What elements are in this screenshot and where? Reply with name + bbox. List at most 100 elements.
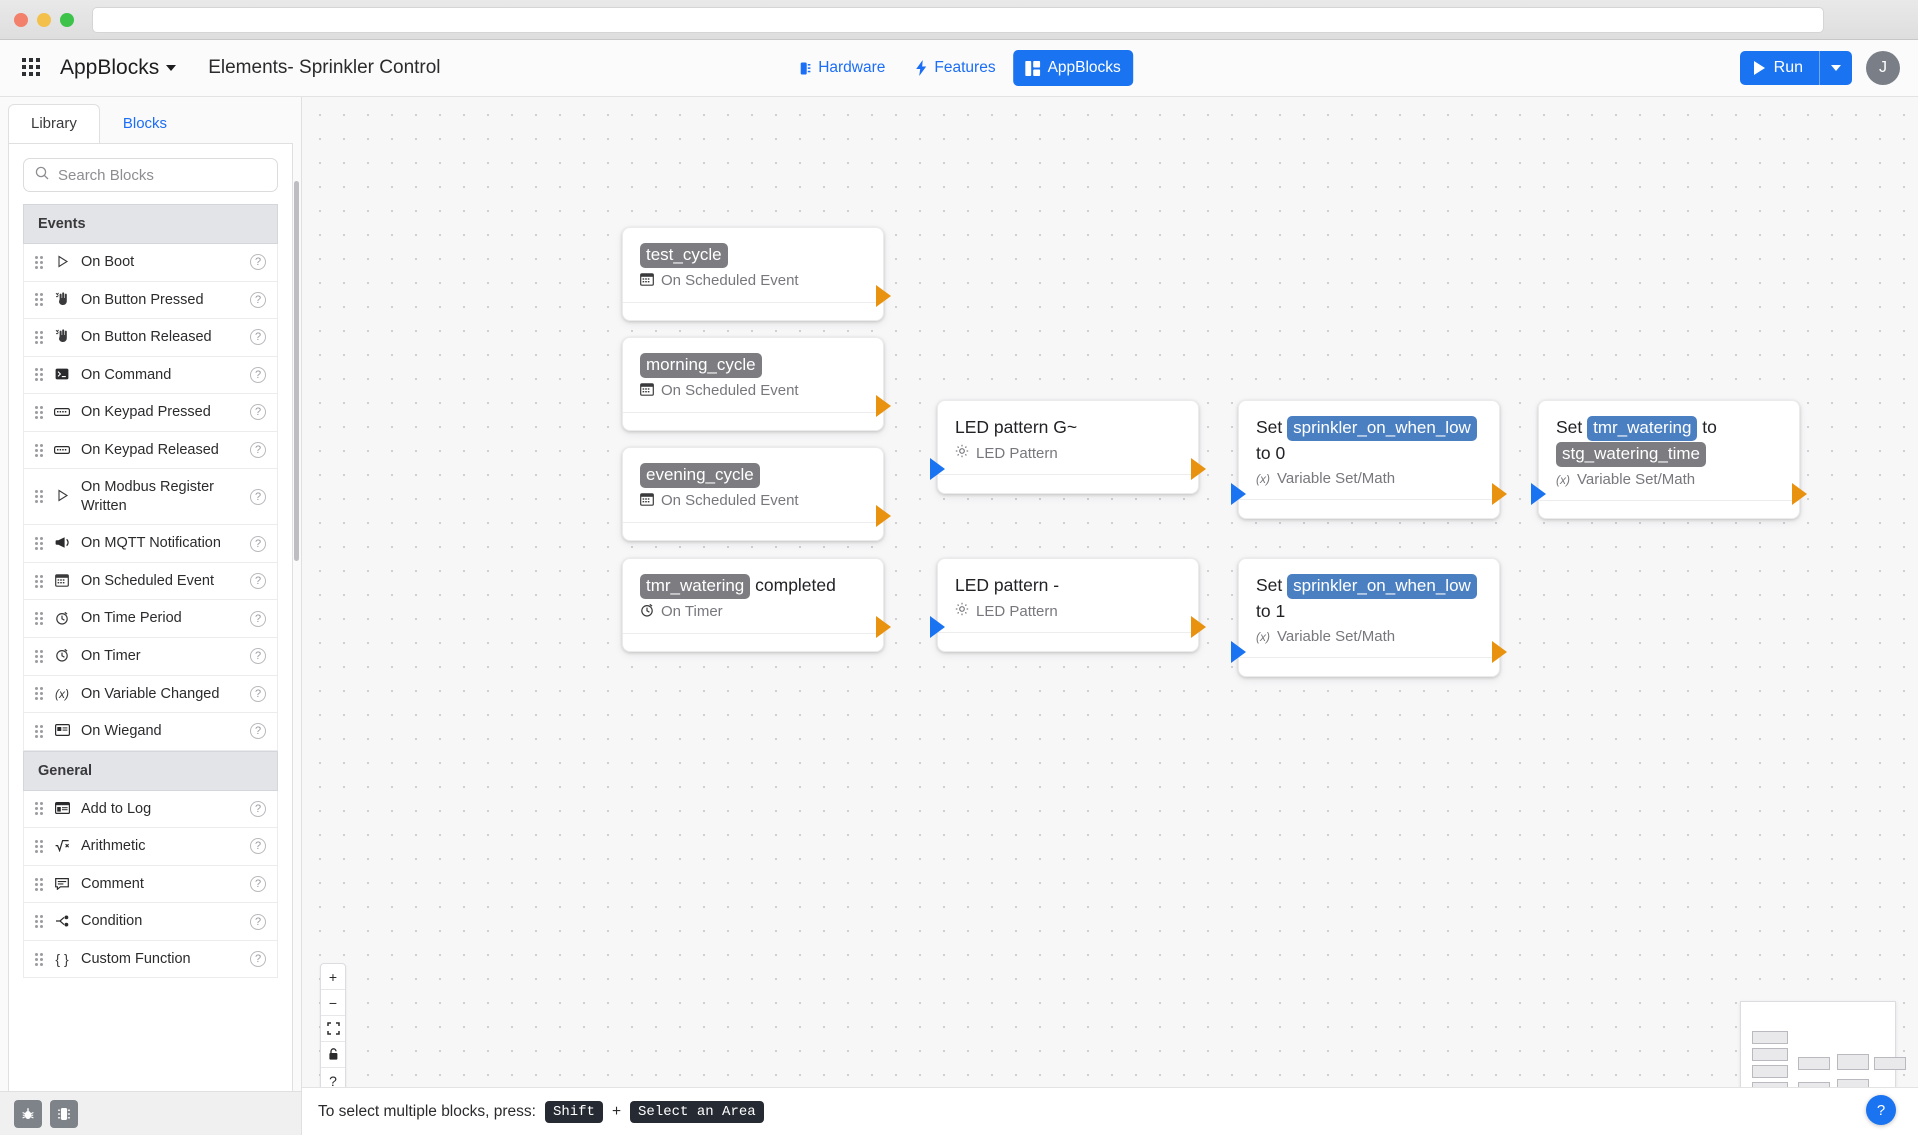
library-block-item[interactable]: On Keypad Released? bbox=[23, 431, 278, 470]
drag-handle-icon[interactable] bbox=[35, 574, 43, 588]
node-output-port[interactable] bbox=[876, 395, 891, 417]
library-block-item[interactable]: On Wiegand? bbox=[23, 713, 278, 751]
nav-tab-hardware[interactable]: Hardware bbox=[785, 50, 897, 86]
help-icon[interactable]: ? bbox=[250, 254, 266, 271]
library-block-item[interactable]: Comment? bbox=[23, 865, 278, 904]
help-icon[interactable]: ? bbox=[250, 876, 266, 893]
brand-menu[interactable]: AppBlocks bbox=[60, 56, 177, 80]
help-icon[interactable]: ? bbox=[250, 838, 266, 855]
lock-button[interactable] bbox=[321, 1042, 345, 1068]
canvas-node-set-sprinkler-0[interactable]: Set sprinkler_on_when_low to 0(x)Variabl… bbox=[1238, 400, 1500, 519]
zoom-out-button[interactable]: − bbox=[321, 990, 345, 1016]
drag-handle-icon[interactable] bbox=[35, 687, 43, 701]
drag-handle-icon[interactable] bbox=[35, 952, 43, 966]
help-icon[interactable]: ? bbox=[250, 685, 266, 702]
help-icon[interactable]: ? bbox=[250, 913, 266, 930]
library-block-item[interactable]: (x)On Variable Changed? bbox=[23, 675, 278, 714]
node-output-port[interactable] bbox=[1191, 458, 1206, 480]
library-block-item[interactable]: Add to Log? bbox=[23, 790, 278, 829]
node-input-port[interactable] bbox=[1231, 641, 1246, 663]
node-input-port[interactable] bbox=[1531, 483, 1546, 505]
node-output-port[interactable] bbox=[876, 616, 891, 638]
drag-handle-icon[interactable] bbox=[35, 255, 43, 269]
library-block-item[interactable]: On Keypad Pressed? bbox=[23, 394, 278, 432]
library-block-item[interactable]: { }Custom Function? bbox=[23, 940, 278, 979]
app-grid-icon[interactable] bbox=[22, 58, 42, 78]
maximize-window-button[interactable] bbox=[60, 12, 74, 27]
node-output-port[interactable] bbox=[1191, 616, 1206, 638]
drag-handle-icon[interactable] bbox=[35, 802, 43, 816]
drag-handle-icon[interactable] bbox=[35, 443, 43, 457]
drag-handle-icon[interactable] bbox=[35, 490, 43, 504]
library-block-item[interactable]: On Timer? bbox=[23, 638, 278, 676]
library-block-item[interactable]: Condition? bbox=[23, 903, 278, 941]
drag-handle-icon[interactable] bbox=[35, 877, 43, 891]
tab-library[interactable]: Library bbox=[8, 104, 100, 144]
drag-handle-icon[interactable] bbox=[35, 537, 43, 551]
canvas-node-led-pattern-g[interactable]: LED pattern G~LED Pattern bbox=[937, 400, 1199, 494]
node-output-port[interactable] bbox=[1492, 483, 1507, 505]
node-input-port[interactable] bbox=[1231, 483, 1246, 505]
library-block-item[interactable]: On Scheduled Event? bbox=[23, 562, 278, 601]
run-button[interactable]: Run bbox=[1739, 51, 1852, 85]
minimize-window-button[interactable] bbox=[37, 12, 51, 27]
help-icon[interactable]: ? bbox=[250, 535, 266, 552]
device-button[interactable] bbox=[50, 1099, 78, 1128]
fit-view-button[interactable] bbox=[321, 1016, 345, 1042]
help-icon[interactable]: ? bbox=[250, 648, 266, 665]
node-output-port[interactable] bbox=[876, 505, 891, 527]
run-dropdown-button[interactable] bbox=[1819, 51, 1852, 85]
close-window-button[interactable] bbox=[14, 12, 28, 27]
zoom-in-button[interactable]: + bbox=[321, 964, 345, 990]
canvas-node-led-pattern-dash[interactable]: LED pattern -LED Pattern bbox=[937, 558, 1199, 652]
library-block-item[interactable]: On Button Pressed? bbox=[23, 281, 278, 320]
canvas-node-set-tmr-watering[interactable]: Set tmr_watering to stg_watering_time(x)… bbox=[1538, 400, 1800, 519]
drag-handle-icon[interactable] bbox=[35, 293, 43, 307]
library-block-item[interactable]: Arithmetic? bbox=[23, 828, 278, 866]
canvas-minimap[interactable] bbox=[1740, 1001, 1906, 1095]
tab-blocks[interactable]: Blocks bbox=[100, 104, 190, 143]
help-icon[interactable]: ? bbox=[250, 404, 266, 421]
node-output-port[interactable] bbox=[876, 285, 891, 307]
browser-url-bar[interactable] bbox=[92, 7, 1824, 33]
drag-handle-icon[interactable] bbox=[35, 612, 43, 626]
help-icon[interactable]: ? bbox=[250, 573, 266, 590]
drag-handle-icon[interactable] bbox=[35, 915, 43, 929]
help-button[interactable]: ? bbox=[329, 1073, 337, 1089]
node-output-port[interactable] bbox=[1492, 641, 1507, 663]
node-input-port[interactable] bbox=[930, 458, 945, 480]
help-icon[interactable]: ? bbox=[250, 610, 266, 627]
drag-handle-icon[interactable] bbox=[35, 368, 43, 382]
sidebar-scrollbar[interactable] bbox=[294, 181, 299, 561]
help-icon[interactable]: ? bbox=[250, 723, 266, 740]
drag-handle-icon[interactable] bbox=[35, 724, 43, 738]
avatar[interactable]: J bbox=[1866, 51, 1900, 85]
library-block-item[interactable]: On Modbus Register Written? bbox=[23, 469, 278, 526]
library-block-item[interactable]: On MQTT Notification? bbox=[23, 525, 278, 563]
help-icon[interactable]: ? bbox=[250, 291, 266, 308]
drag-handle-icon[interactable] bbox=[35, 330, 43, 344]
drag-handle-icon[interactable] bbox=[35, 839, 43, 853]
help-icon[interactable]: ? bbox=[250, 488, 266, 505]
library-block-item[interactable]: On Button Released? bbox=[23, 319, 278, 357]
drag-handle-icon[interactable] bbox=[35, 405, 43, 419]
nav-tab-appblocks[interactable]: AppBlocks bbox=[1013, 50, 1133, 86]
help-icon[interactable]: ? bbox=[250, 800, 266, 817]
help-icon[interactable]: ? bbox=[250, 329, 266, 346]
drag-handle-icon[interactable] bbox=[35, 649, 43, 663]
help-icon[interactable]: ? bbox=[250, 366, 266, 383]
help-icon[interactable]: ? bbox=[250, 951, 266, 968]
help-fab-button[interactable]: ? bbox=[1866, 1095, 1896, 1125]
library-block-item[interactable]: On Boot? bbox=[23, 244, 278, 282]
debug-button[interactable] bbox=[14, 1099, 42, 1128]
library-block-item[interactable]: On Command? bbox=[23, 356, 278, 395]
search-box[interactable] bbox=[23, 158, 278, 192]
library-block-item[interactable]: On Time Period? bbox=[23, 600, 278, 639]
search-input[interactable] bbox=[58, 166, 266, 184]
